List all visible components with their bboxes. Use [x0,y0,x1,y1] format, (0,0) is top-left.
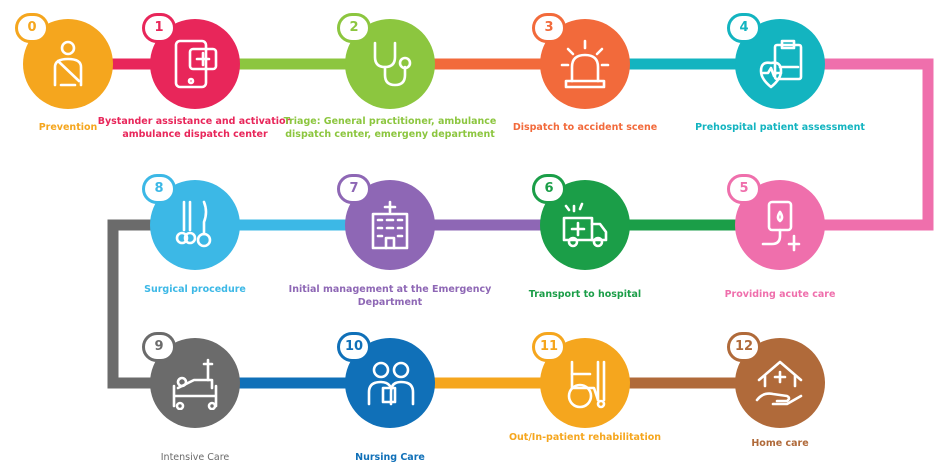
step-number-badge: 9 [142,332,176,362]
step-0: 0 [15,13,113,109]
step-number-badge: 8 [142,174,176,204]
step-label: Home care [751,438,809,449]
iv-drip-icon [761,200,801,252]
step-label: Prevention [38,122,98,133]
step-label: Providing acute care [724,289,836,300]
step-label: Triage: General practitioner, ambulance … [283,116,497,140]
step-number-badge: 4 [727,13,761,43]
phone-medical-cross-icon [174,39,218,89]
clipboard-heartbeat-icon [759,39,803,89]
step-label: Prehospital patient assessment [695,122,865,133]
step-label: Intensive Care [160,452,230,463]
step-label: Bystander assistance and activation ambu… [97,116,293,140]
nurse-patient-icon [367,361,415,406]
step-2: 2 [337,13,435,109]
step-number-badge: 6 [532,174,566,204]
step-9: 9 [142,332,240,428]
step-8: 8 [142,174,240,270]
step-label: Initial management at the Emergency Depa… [288,284,492,308]
step-10: 10 [337,332,435,428]
step-4: 4 [727,13,825,109]
step-7: 7 [337,174,435,270]
step-number-badge: 1 [142,13,176,43]
step-number-badge: 11 [532,332,566,362]
step-label: Out/In-patient rehabilitation [508,432,662,443]
step-label: Transport to hospital [528,289,642,300]
hospital-building-icon [371,200,409,250]
step-number-badge: 10 [337,332,371,362]
step-number-badge: 12 [727,332,761,362]
ambulance-icon [562,202,608,248]
wheelchair-icon [567,360,606,409]
connector-4-5 [780,58,934,231]
step-3: 3 [532,13,630,109]
stethoscope-icon [373,41,412,87]
step-label: Surgical procedure [144,284,246,295]
step-label: Dispatch to accident scene [512,122,658,133]
step-number-badge: 2 [337,13,371,43]
step-number-badge: 0 [15,13,49,43]
step-1: 1 [142,13,240,109]
step-number-badge: 7 [337,174,371,204]
house-hand-icon [755,360,803,406]
siren-icon [560,39,610,89]
step-11: 11 [532,332,630,428]
hospital-bed-icon [172,358,218,410]
step-12: 12 [727,332,825,428]
step-6: 6 [532,174,630,270]
step-number-badge: 5 [727,174,761,204]
step-5: 5 [727,174,825,270]
step-number-badge: 3 [532,13,566,43]
seatbelt-person-icon [53,40,83,87]
surgical-instruments-icon [175,200,212,248]
step-label: Nursing Care [355,452,425,463]
